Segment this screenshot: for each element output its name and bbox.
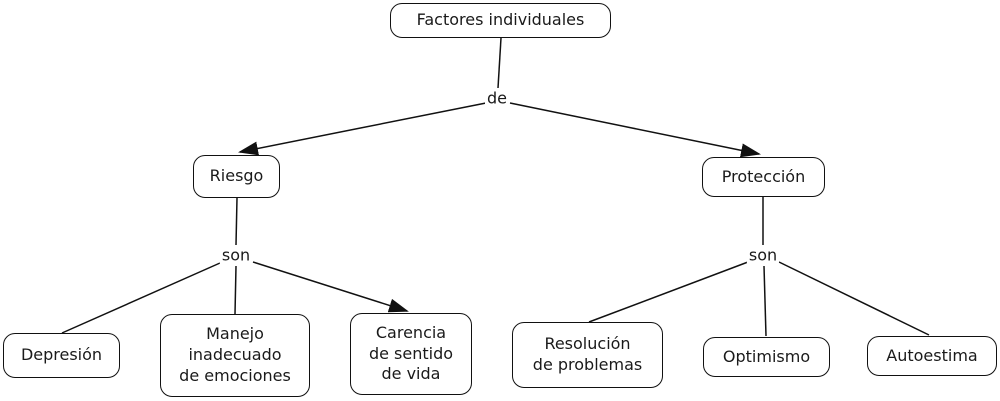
link-label-de[interactable]: de: [485, 88, 509, 108]
node-optimismo[interactable]: Optimismo: [703, 337, 830, 377]
node-resolucion-problemas[interactable]: Resolución de problemas: [512, 322, 663, 388]
link-label-son-left[interactable]: son: [219, 245, 253, 265]
node-manejo-inadecuado[interactable]: Manejo inadecuado de emociones: [160, 314, 310, 397]
edge-son-left-to-manejo-inadecuado: [234, 265, 237, 315]
link-label-son-right[interactable]: son: [746, 245, 780, 265]
edge-factores-individuales-to-de: [497, 37, 502, 89]
node-depresion[interactable]: Depresión: [3, 333, 120, 378]
node-riesgo[interactable]: Riesgo: [193, 155, 280, 198]
edge-son-right-to-resolucion-problemas: [588, 261, 749, 323]
edge-son-left-to-depresion: [61, 262, 221, 334]
edge-son-left-to-carencia-sentido: [252, 261, 409, 313]
node-factores-individuales[interactable]: Factores individuales: [390, 3, 611, 38]
node-proteccion[interactable]: Protección: [702, 157, 825, 197]
edge-riesgo-to-son-left: [235, 197, 238, 246]
node-autoestima[interactable]: Autoestima: [867, 336, 997, 376]
node-carencia-sentido[interactable]: Carencia de sentido de vida: [350, 313, 472, 395]
edge-de-to-riesgo: [238, 102, 487, 156]
edge-de-to-proteccion: [509, 102, 761, 158]
edge-son-right-to-autoestima: [778, 261, 930, 336]
edge-son-right-to-optimismo: [763, 265, 767, 337]
